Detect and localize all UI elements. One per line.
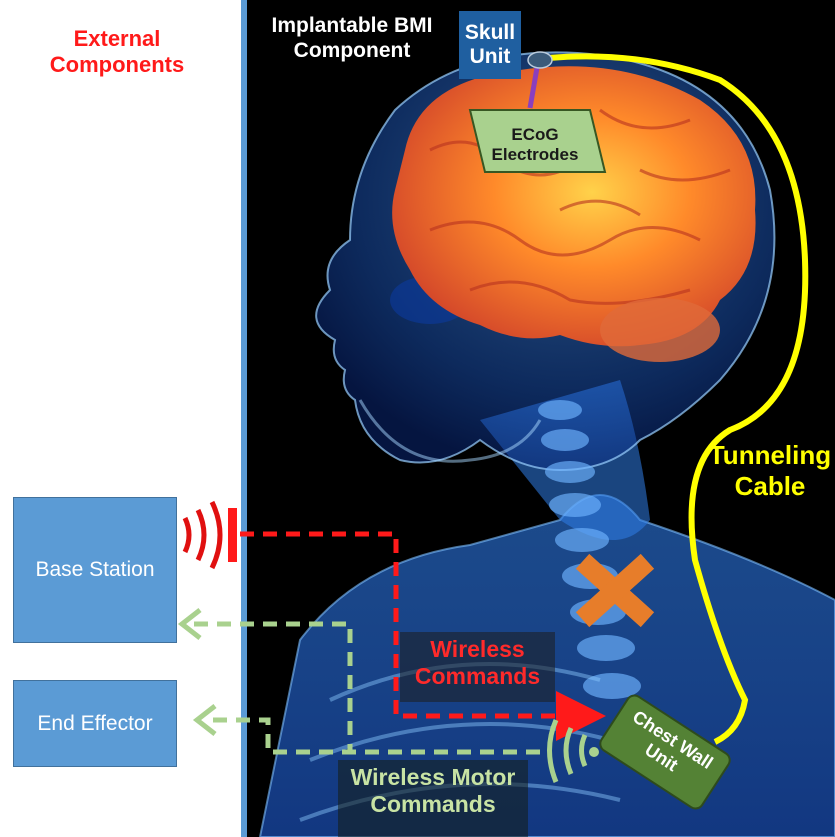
base-station-label: Base Station [35,558,154,582]
divider-line [241,0,247,837]
end-effector-label: End Effector [37,712,152,736]
cerebellum [600,298,720,362]
wireless-motor-commands-label: Wireless Motor Commands [338,760,528,837]
skull-unit-knob [528,52,552,68]
ecog-electrodes-label: ECoG Electrodes [475,125,595,165]
tunneling-cable-label: Tunneling Cable [700,440,835,501]
wireless-commands-label: Wireless Commands [400,632,555,702]
base-station-box: Base Station [13,497,177,643]
red-signal-icon [185,502,237,568]
skull-unit-label: Skull Unit [459,11,521,79]
arrowhead-effector [197,706,215,734]
brain [392,66,755,346]
external-components-title: External Components [22,26,212,78]
implantable-bmi-title: Implantable BMI Component [254,14,450,64]
end-effector-box: End Effector [13,680,177,767]
